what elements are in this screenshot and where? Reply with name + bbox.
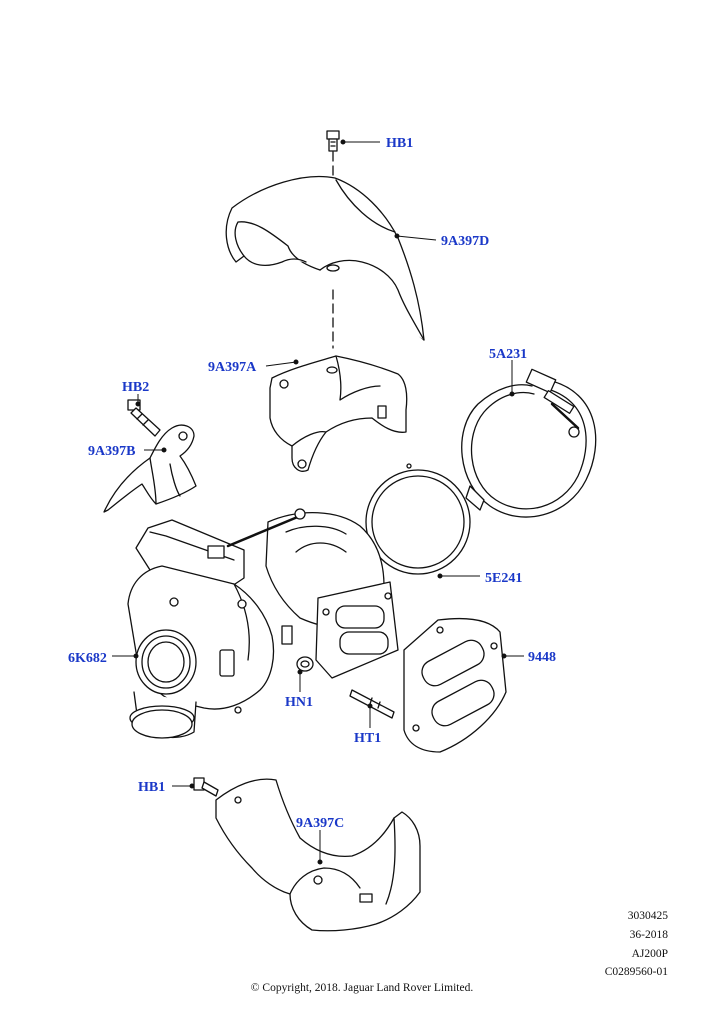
reference-date-code: 36-2018 bbox=[629, 929, 668, 941]
copyright-notice: © Copyright, 2018. Jaguar Land Rover Lim… bbox=[250, 982, 474, 994]
heat-shield-9a397d bbox=[225, 175, 425, 341]
callout-6k682: 6K682 bbox=[68, 651, 107, 666]
gasket-5e241 bbox=[365, 463, 471, 575]
bolt-hb2 bbox=[127, 399, 161, 437]
v-band-clamp-5a231 bbox=[461, 368, 597, 518]
callout-5e241: 5E241 bbox=[485, 571, 522, 586]
callout-9a397d: 9A397D bbox=[441, 234, 489, 249]
gasket-9448 bbox=[403, 617, 507, 753]
bolt-hb1-top bbox=[326, 130, 340, 152]
reference-model-code: AJ200P bbox=[631, 948, 668, 960]
reference-number: 3030425 bbox=[627, 910, 668, 922]
leader-lines bbox=[112, 139, 524, 865]
callout-hn1: HN1 bbox=[285, 695, 313, 710]
turbocharger-6k682 bbox=[127, 508, 399, 739]
heat-shield-9a397a bbox=[269, 355, 408, 472]
callout-ht1: HT1 bbox=[354, 731, 381, 746]
callout-9a397b: 9A397B bbox=[88, 444, 135, 459]
reference-illustration-id: C0289560-01 bbox=[604, 966, 668, 978]
callout-5a231: 5A231 bbox=[489, 347, 527, 362]
callout-9a397c: 9A397C bbox=[296, 816, 344, 831]
callout-hb1-bottom: HB1 bbox=[138, 780, 165, 795]
stud-ht1 bbox=[349, 689, 395, 719]
callout-hb1-top: HB1 bbox=[386, 136, 413, 151]
bracket-9a397b bbox=[103, 424, 197, 513]
callout-9a397a: 9A397A bbox=[208, 360, 257, 375]
callout-hb2: HB2 bbox=[122, 380, 149, 395]
callout-9448: 9448 bbox=[528, 650, 556, 665]
bolt-hb1-bottom bbox=[193, 777, 219, 797]
nut-hn1 bbox=[296, 656, 314, 672]
heat-shield-9a397c bbox=[215, 778, 421, 932]
